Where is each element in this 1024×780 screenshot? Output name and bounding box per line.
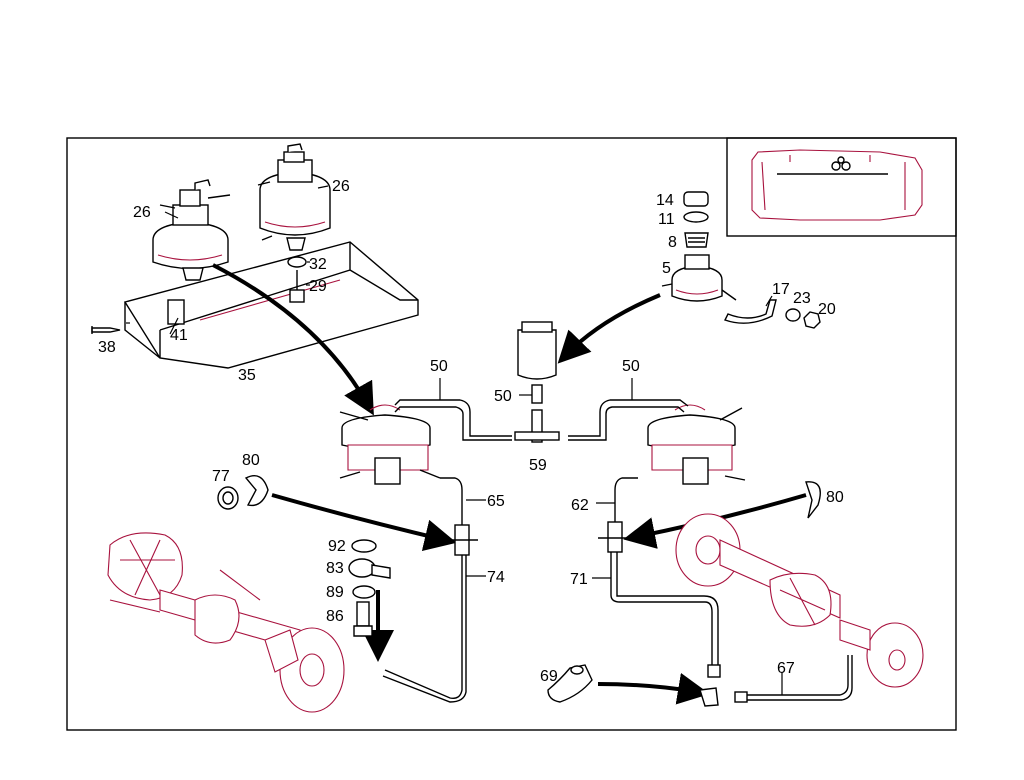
line-74 xyxy=(382,555,467,703)
filter-8 xyxy=(684,232,709,248)
arrow-part69-to-fitting xyxy=(597,672,710,705)
label-69: 69 xyxy=(540,668,558,685)
label-59: 59 xyxy=(529,457,547,474)
label-77: 77 xyxy=(212,468,230,485)
label-50-connector: 50 xyxy=(494,388,512,405)
arrow-parts-to-line74 xyxy=(271,493,457,551)
label-50-right: 50 xyxy=(622,358,640,375)
washer-32 xyxy=(287,256,307,268)
label-17: 17 xyxy=(772,281,790,298)
seal-11 xyxy=(683,211,709,223)
clamp-17 xyxy=(724,299,777,324)
line-71 xyxy=(610,552,719,665)
banjo-83 xyxy=(348,558,391,579)
label-89: 89 xyxy=(326,584,344,601)
label-23: 23 xyxy=(793,290,811,307)
axle-right xyxy=(675,513,924,688)
label-32: 32 xyxy=(309,256,327,273)
container-50 xyxy=(517,321,557,380)
tee-59 xyxy=(514,409,560,443)
label-80-left: 80 xyxy=(242,452,260,469)
label-26-left: 26 xyxy=(133,204,151,221)
level-valve-right xyxy=(647,404,746,485)
reservoir-5 xyxy=(661,254,737,302)
label-83: 83 xyxy=(326,560,344,577)
reservoir-26-left xyxy=(152,179,231,281)
cap-14 xyxy=(683,191,709,207)
line-62 xyxy=(614,477,638,522)
bracket-80-right xyxy=(805,481,821,519)
label-74: 74 xyxy=(487,569,505,586)
bolt-86 xyxy=(353,601,373,637)
label-38: 38 xyxy=(98,339,116,356)
axle-left xyxy=(107,532,345,713)
washer-89 xyxy=(352,585,376,599)
arrow-reservoir5-to-container xyxy=(557,293,661,364)
line-65 xyxy=(440,477,463,525)
bracket-69 xyxy=(547,664,593,703)
hose-50-left xyxy=(394,399,512,437)
level-valve-left xyxy=(339,404,441,485)
inset-locator xyxy=(726,137,957,237)
label-14: 14 xyxy=(656,192,674,209)
label-71: 71 xyxy=(570,571,588,588)
label-20: 20 xyxy=(818,301,836,318)
washer-92 xyxy=(351,539,377,553)
label-50-left: 50 xyxy=(430,358,448,375)
fitting-69-target xyxy=(699,687,719,707)
line-67 xyxy=(745,655,853,701)
bolt-29 xyxy=(289,270,305,303)
label-67: 67 xyxy=(777,660,795,677)
hose-50-right xyxy=(568,399,689,437)
label-92: 92 xyxy=(328,538,346,555)
label-35: 35 xyxy=(238,367,256,384)
label-80-right: 80 xyxy=(826,489,844,506)
label-86: 86 xyxy=(326,608,344,625)
arrow-reservoir-to-left-valve xyxy=(212,263,374,416)
nut-20 xyxy=(803,311,821,329)
label-11: 11 xyxy=(658,211,675,228)
washer-23 xyxy=(785,308,801,322)
bracket-35 xyxy=(123,241,419,369)
junction-right xyxy=(598,521,628,553)
reservoir-26-right xyxy=(257,143,331,251)
label-41: 41 xyxy=(170,327,188,344)
label-29: 29 xyxy=(309,278,327,295)
junction-left xyxy=(448,524,478,556)
label-62: 62 xyxy=(571,497,589,514)
label-26-right: 26 xyxy=(332,178,350,195)
washer-77 xyxy=(217,486,239,510)
label-8: 8 xyxy=(668,234,677,251)
bracket-80-left xyxy=(244,475,269,507)
connector-50 xyxy=(531,384,543,404)
label-5: 5 xyxy=(662,260,671,277)
label-65: 65 xyxy=(487,493,505,510)
screw-38 xyxy=(91,326,121,334)
diagram-frame xyxy=(66,137,957,731)
